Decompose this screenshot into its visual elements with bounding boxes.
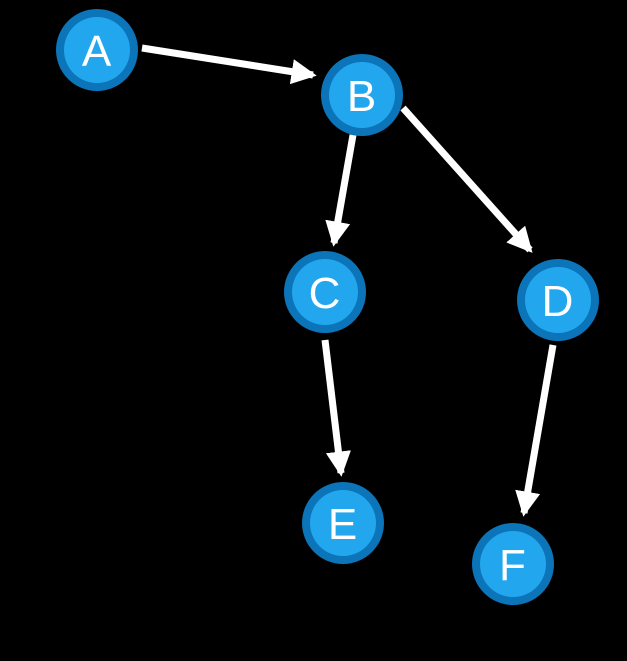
edge-C-E xyxy=(321,339,351,477)
edge-D-F xyxy=(515,344,557,517)
node-body xyxy=(64,17,130,83)
edge-B-D xyxy=(400,105,533,253)
edge-A-B xyxy=(141,44,317,85)
node-body xyxy=(480,531,546,597)
node-body xyxy=(329,62,395,128)
node-body xyxy=(310,490,376,556)
node-C[interactable]: C xyxy=(284,251,366,333)
edge-B-C xyxy=(325,134,357,247)
node-D[interactable]: D xyxy=(517,259,599,341)
node-A[interactable]: A xyxy=(56,9,138,91)
edges-layer xyxy=(141,44,557,517)
node-B[interactable]: B xyxy=(321,54,403,136)
node-body xyxy=(525,267,591,333)
node-E[interactable]: E xyxy=(302,482,384,564)
node-body xyxy=(292,259,358,325)
node-F[interactable]: F xyxy=(472,523,554,605)
